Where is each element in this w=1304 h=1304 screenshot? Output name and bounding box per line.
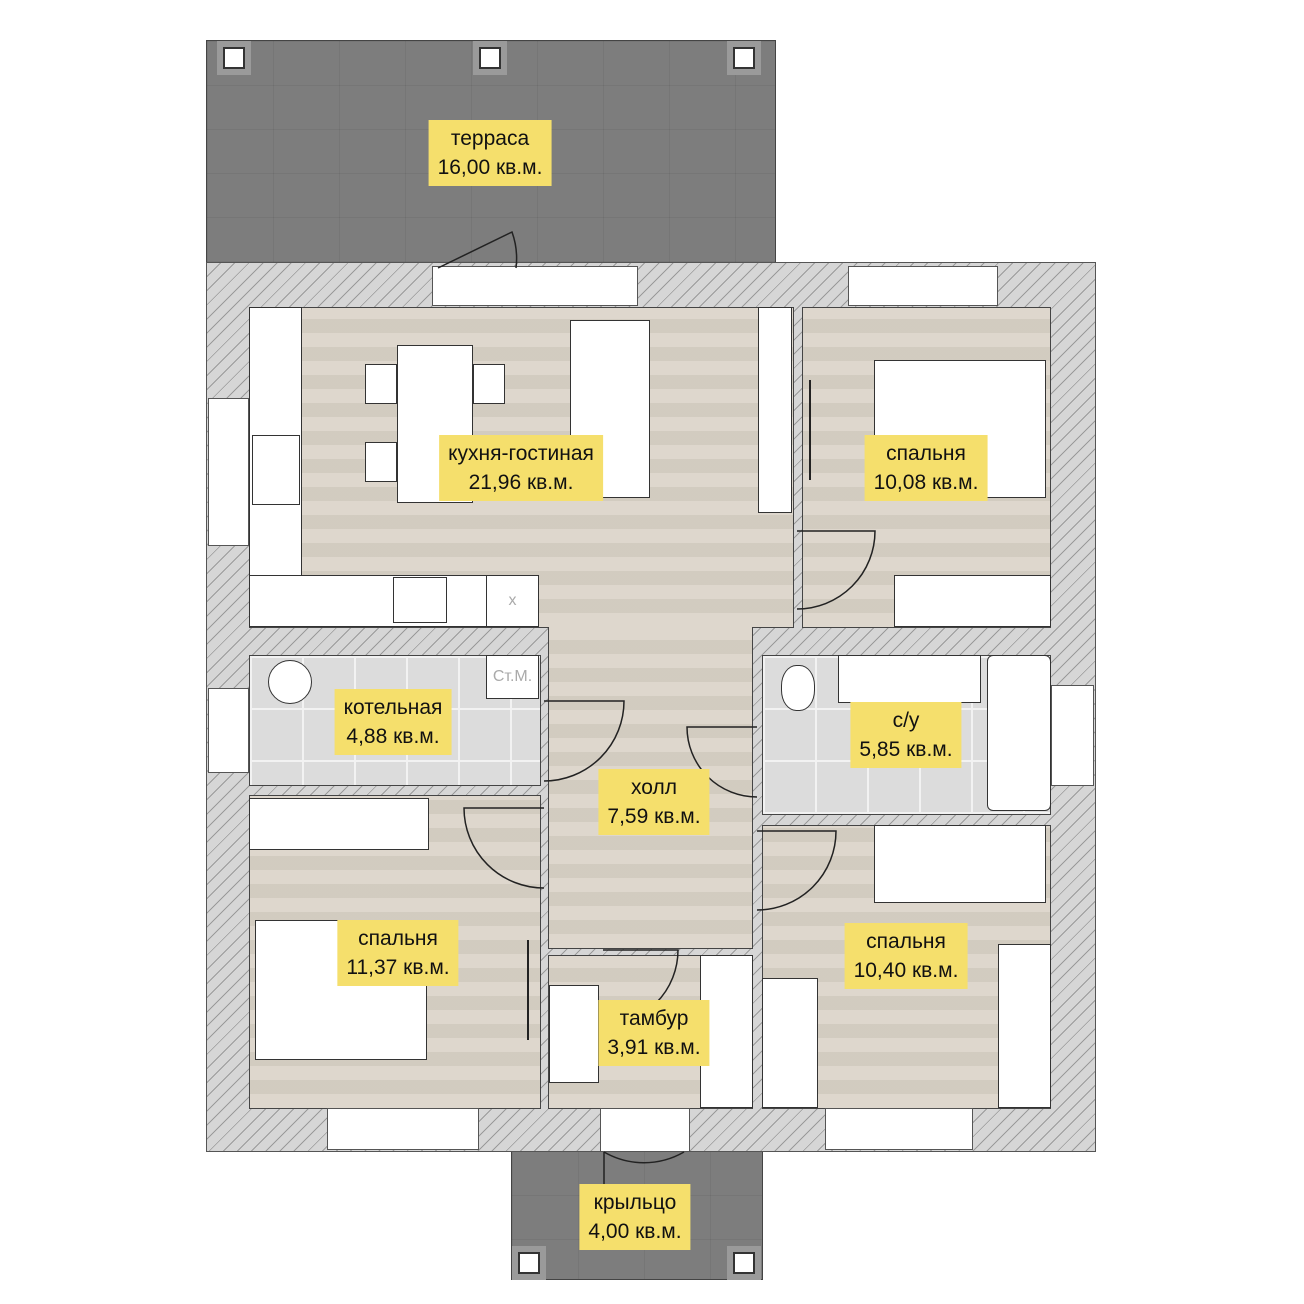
stove-icon bbox=[393, 577, 447, 623]
washing-machine: Ст.М. bbox=[486, 655, 539, 699]
post bbox=[727, 1246, 761, 1280]
post bbox=[727, 41, 761, 75]
chair bbox=[473, 364, 505, 404]
washbasin bbox=[838, 655, 981, 703]
bench bbox=[549, 985, 599, 1083]
boiler-icon bbox=[268, 660, 312, 704]
window bbox=[825, 1108, 973, 1150]
washer-mark: Ст.М. bbox=[492, 668, 533, 685]
wardrobe bbox=[249, 798, 429, 850]
chair bbox=[365, 442, 397, 482]
entrance-door bbox=[600, 1108, 690, 1152]
window bbox=[432, 266, 638, 306]
tv-cabinet bbox=[758, 307, 792, 513]
fridge-mark: х bbox=[508, 592, 517, 609]
chair bbox=[365, 364, 397, 404]
wardrobe bbox=[894, 575, 1051, 627]
toilet-icon bbox=[781, 665, 815, 711]
bathtub bbox=[987, 655, 1051, 811]
post bbox=[512, 1246, 546, 1280]
desk bbox=[762, 978, 818, 1108]
post bbox=[217, 41, 251, 75]
window bbox=[1051, 685, 1094, 786]
wardrobe bbox=[998, 944, 1051, 1108]
bed bbox=[874, 825, 1046, 903]
window bbox=[327, 1108, 479, 1150]
fridge: х bbox=[486, 575, 539, 627]
window bbox=[208, 688, 249, 773]
post bbox=[473, 41, 507, 75]
window bbox=[208, 398, 249, 546]
sink-icon bbox=[252, 435, 300, 505]
window bbox=[848, 266, 998, 306]
